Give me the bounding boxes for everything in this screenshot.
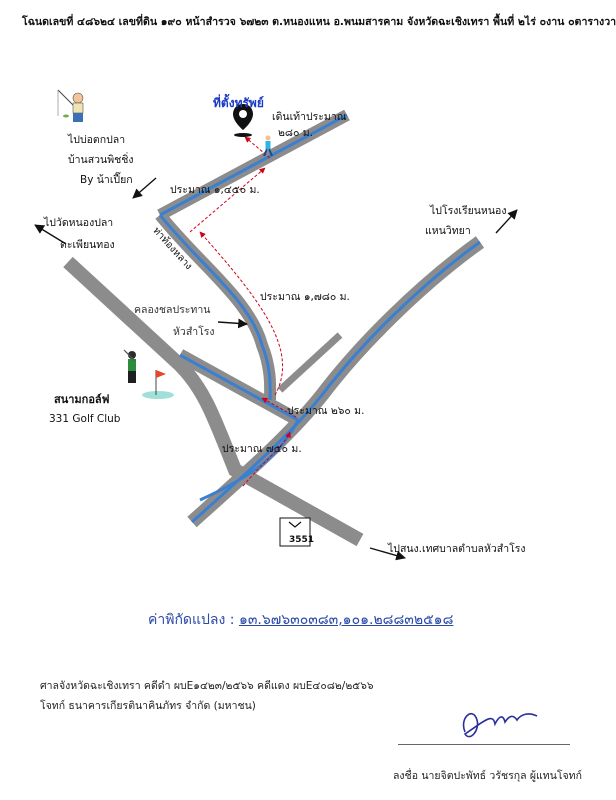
arrow-fishing: [132, 177, 157, 199]
distance-1450: ประมาณ ๑,๔๕๐ ม.: [170, 184, 260, 196]
road-temple-to-municipality: [63, 256, 364, 547]
route-marker-icon: [279, 517, 311, 547]
canal-label-1: คลองชลประทาน: [134, 304, 211, 316]
deed-header: โฉนดเลขที่ ๔๘๖๒๔ เลขที่ดิน ๑๙๐ หน้าสำรวจ…: [22, 16, 616, 28]
direction-arrows: [34, 177, 518, 561]
school-label-1: ไปโรงเรียนหนอง: [430, 205, 507, 217]
route-number: 3551: [289, 535, 315, 545]
canal-label-2: หัวสำโรง: [173, 326, 215, 338]
temple-label-1: ไปวัดหนองปลา: [44, 217, 114, 229]
canal-cross: [199, 419, 300, 502]
arrow-municipality: [369, 547, 406, 561]
fisherman-icon: [57, 89, 84, 122]
canal-main: [158, 214, 272, 401]
property-label: ที่ตั้งทรัพย์: [213, 96, 264, 110]
arrow-school: [495, 209, 518, 234]
school-label-2: แหนวิทยา: [425, 225, 471, 237]
fishing-label-1: ไปบ่อตกปลา: [68, 134, 126, 146]
arrow-temple: [34, 224, 67, 245]
golfer-icon: [123, 349, 136, 383]
arrow-canal-pointer: [217, 318, 248, 329]
canal-property: [159, 113, 348, 217]
temple-label-2: ตะเพียนทอง: [60, 239, 115, 251]
signature-line: [398, 744, 570, 745]
coordinate-readout: ค่าพิกัดแปลง : ๑๓.๖๗๖๓๐๓๘๓,๑๐๑.๒๘๘๓๒๕๑๘: [148, 609, 453, 631]
distance-750: ประมาณ ๗๕๐ ม.: [222, 443, 302, 455]
route-segment-1450: [189, 167, 266, 233]
route-segment-walk: [244, 136, 271, 159]
golf-label-1: สนามกอล์ฟ: [54, 393, 110, 406]
location-pin-icon: [233, 104, 253, 137]
signature-icon: [462, 713, 538, 738]
route-segment-750: [242, 431, 291, 487]
distance-260: ประมาณ ๒๖๐ ม.: [287, 405, 365, 417]
walk-distance: ๒๘๐ ม.: [278, 127, 314, 139]
walking-person-icon: [263, 135, 273, 157]
route-segment-1780: [199, 231, 284, 396]
fishing-label-3: By น้าเปี๊ยก: [80, 174, 133, 186]
municipality-label: ไปสนง.เทศบาลตำบลหัวสำโรง: [388, 543, 526, 555]
coordinate-label: ค่าพิกัดแปลง :: [148, 612, 235, 628]
fishing-label-2: บ้านสวนพิชชิ่ง: [68, 154, 134, 166]
plaintiff-info: โจทก์ ธนาคารเกียรตินาคินภัทร จำกัด (มหาช…: [40, 700, 256, 712]
canal-network: [158, 113, 481, 524]
route-segment-260: [261, 397, 297, 418]
location-map: [34, 89, 518, 561]
walk-label: เดินเท้าประมาณ: [272, 111, 347, 123]
golf-flag-icon: [142, 370, 174, 399]
golf-label-2: 331 Golf Club: [49, 413, 121, 425]
route-path: [189, 136, 297, 487]
road-short-spur: [277, 332, 343, 393]
canal-lower: [179, 353, 299, 422]
court-case-info: ศาลจังหวัดฉะเชิงเทรา คดีดำ ผบE๑๔๒๓/๒๕๖๖ …: [40, 680, 374, 692]
distance-1780: ประมาณ ๑,๗๘๐ ม.: [260, 291, 350, 303]
coordinate-value: ๑๓.๖๗๖๓๐๓๘๓,๑๐๑.๒๘๘๓๒๕๑๘: [238, 612, 454, 628]
signer-name: ลงชื่อ นายจิตปะพัทธ์ วรัชรกุล ผู้แทนโจทก…: [393, 770, 582, 782]
